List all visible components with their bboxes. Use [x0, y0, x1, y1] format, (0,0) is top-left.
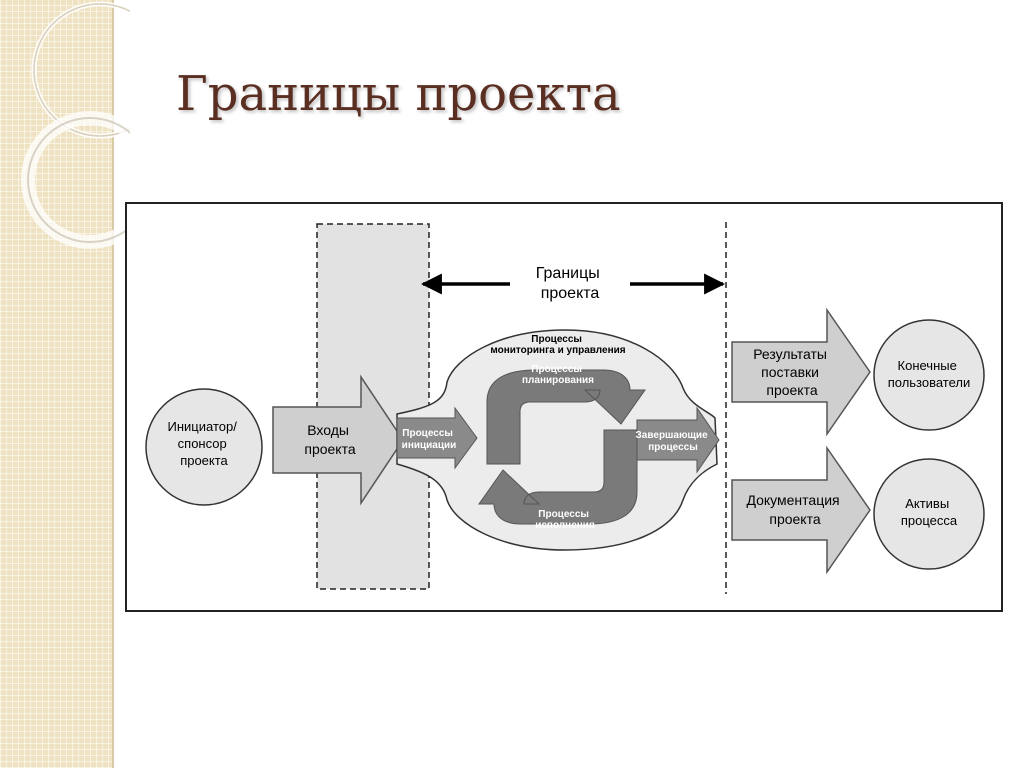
inputs-arrow — [272, 374, 404, 506]
planning-label: Процессы планирования — [522, 364, 594, 386]
assets-circle — [873, 458, 985, 570]
side-divider — [112, 0, 114, 768]
deliverables-arrow — [731, 307, 871, 437]
closing-label: Завершающие процессы — [636, 430, 711, 453]
boundary-label: Границы проекта — [536, 265, 604, 302]
closing-arrow — [636, 406, 720, 474]
initiation-arrow — [396, 406, 478, 470]
planning-arrow — [486, 369, 646, 465]
documentation-arrow — [731, 445, 871, 575]
deliverables-label: Результаты поставки проекта — [753, 346, 831, 398]
end-users-label: Конечные пользователи — [888, 358, 971, 390]
initiator-circle — [145, 388, 263, 506]
decorative-rings — [21, 1, 130, 249]
initiator-label: Инициатор/ спонсор проекта — [168, 419, 241, 468]
slide-title: Границы проекта — [176, 66, 621, 122]
project-boundaries-diagram: Границы проекта Инициатор/ спонсор проек… — [125, 202, 1003, 612]
end-users-circle — [873, 319, 985, 431]
execution-arrow — [478, 429, 638, 525]
inputs-label: Входы проекта — [304, 422, 355, 457]
documentation-label: Документация проекта — [746, 492, 843, 527]
assets-label: Активы процесса — [901, 496, 958, 528]
monitoring-label: Процессы мониторинга и управления — [490, 334, 625, 356]
execution-label: Процессы исполнения — [535, 509, 595, 531]
initiation-label: Процессы инициации — [402, 428, 457, 451]
